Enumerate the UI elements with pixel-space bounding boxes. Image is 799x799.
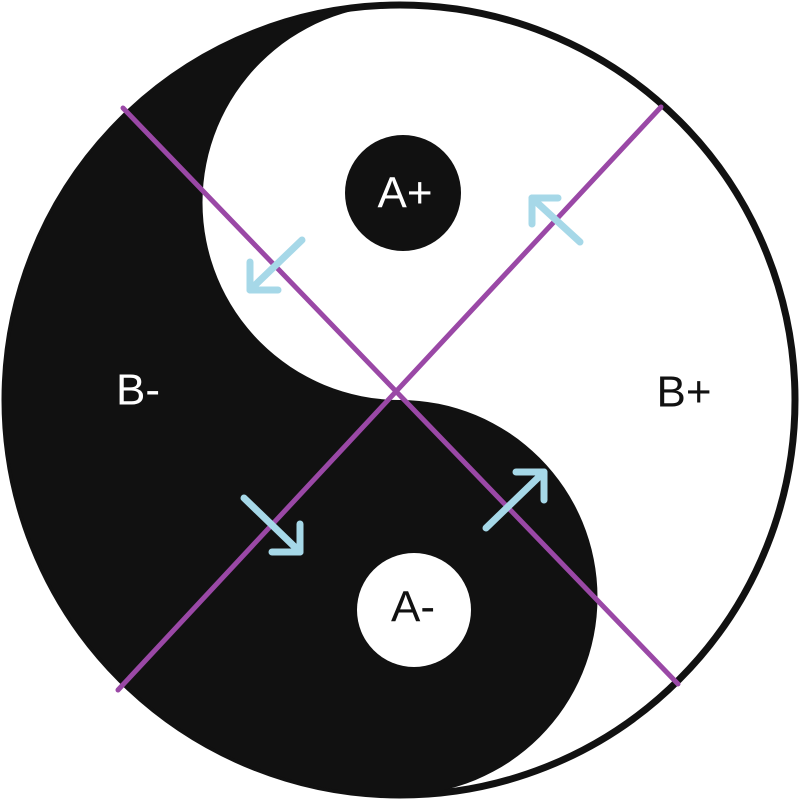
diagonal-line-ascending — [115, 104, 664, 693]
label-a-plus: A+ — [377, 169, 432, 218]
label-b-plus: B+ — [656, 368, 711, 417]
arrow-icon-up-right-upper — [528, 194, 584, 246]
a-plus-dot — [345, 135, 461, 251]
diagonal-line-descending — [120, 105, 681, 687]
arrow-icon-up-right-lower — [482, 468, 548, 532]
arrow-icon-down-left — [246, 236, 306, 294]
arrow-icon-down-right — [240, 494, 304, 556]
a-minus-dot — [357, 553, 471, 667]
label-b-minus: B- — [116, 366, 160, 415]
label-a-minus: A- — [391, 583, 435, 632]
